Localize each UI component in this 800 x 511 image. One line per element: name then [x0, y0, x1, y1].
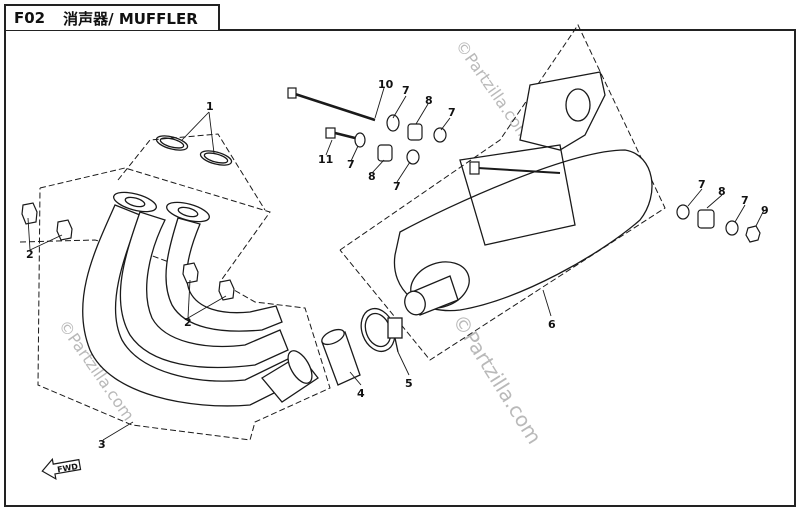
- callout-7: 7: [393, 180, 401, 193]
- callout-11: 11: [318, 153, 333, 166]
- callout-2: 2: [26, 248, 34, 261]
- callout-1: 1: [206, 100, 214, 113]
- callout-5: 5: [405, 377, 413, 390]
- callout-8: 8: [425, 94, 433, 107]
- watermark: ©Partzilla.com: [448, 310, 547, 448]
- diagram-title: 消声器/ MUFFLER: [63, 9, 198, 28]
- callout-9: 9: [761, 204, 769, 217]
- hardware: [287, 87, 761, 243]
- gasket: [155, 135, 233, 166]
- forward-arrow-icon: FWD: [41, 457, 82, 481]
- diagram-header: F02 消声器/ MUFFLER: [4, 4, 220, 30]
- pipe-sleeve: [321, 328, 361, 386]
- exhaust-header-pipe: [82, 191, 319, 407]
- callout-3: 3: [98, 438, 106, 451]
- muffler-dashed-outline: [339, 23, 666, 361]
- leader-lines: [27, 87, 765, 441]
- callout-8: 8: [718, 185, 726, 198]
- callout-7: 7: [402, 84, 410, 97]
- callout-7: 7: [741, 194, 749, 207]
- forward-label: FWD: [57, 462, 80, 475]
- callout-2: 2: [184, 316, 192, 329]
- callout-8: 8: [368, 170, 376, 183]
- callout-7: 7: [347, 158, 355, 171]
- diagram-code: F02: [14, 9, 46, 27]
- callout-7: 7: [448, 106, 456, 119]
- callouts: 1 2 2 3 4 5 6 7 7 7 7 7 7 8 8 8 9 10 11: [26, 78, 769, 451]
- muffler-body: [393, 71, 653, 316]
- callout-10: 10: [378, 78, 394, 91]
- callout-4: 4: [357, 387, 365, 400]
- nut: [21, 202, 235, 301]
- diagram-border: [4, 29, 796, 507]
- callout-6: 6: [548, 318, 556, 331]
- pipe-clamp: [360, 307, 403, 353]
- callout-7: 7: [698, 178, 706, 191]
